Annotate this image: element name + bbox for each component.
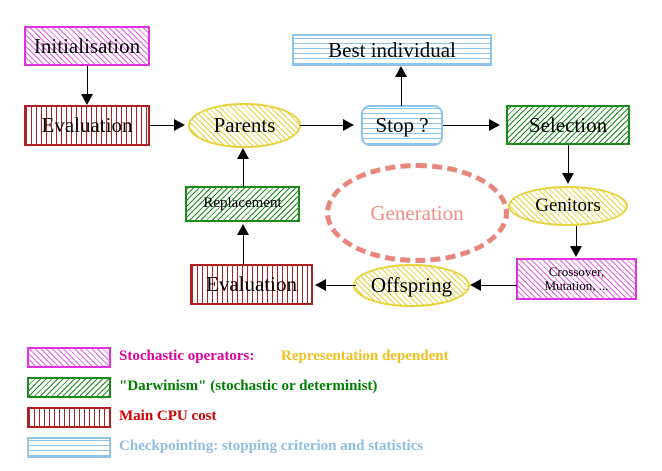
- node-operators[interactable]: Crossover, Mutation, ...: [516, 258, 637, 300]
- legend-swatch-stochastic: [27, 347, 111, 368]
- node-genitors[interactable]: Genitors: [508, 186, 628, 226]
- arrowhead-replacement-to-parents: [237, 148, 249, 159]
- arrowhead-operators-to-offspring: [470, 279, 481, 291]
- arrowhead-eval-to-parents: [174, 119, 185, 131]
- node-parents[interactable]: Parents: [188, 103, 301, 148]
- node-best-individual[interactable]: Best individual: [292, 34, 492, 66]
- node-generation: Generation: [325, 163, 509, 263]
- node-evaluation-bottom[interactable]: Evaluation: [190, 264, 313, 305]
- connector-eval-to-replacement: [243, 233, 244, 265]
- connector-genitors-to-operators: [576, 226, 577, 248]
- arrowhead-stop-to-selection: [489, 119, 500, 131]
- connector-operators-to-offspring: [481, 285, 517, 286]
- connector-init-to-eval: [87, 66, 88, 96]
- node-selection[interactable]: Selection: [506, 105, 630, 145]
- arrowhead-selection-to-genitors: [562, 173, 574, 184]
- connector-stop-to-selection: [443, 125, 493, 126]
- node-replacement[interactable]: Replacement: [185, 186, 300, 222]
- legend-swatch-darwinism: [27, 377, 111, 398]
- node-evaluation-top[interactable]: Evaluation: [24, 105, 150, 146]
- legend-label-stochastic: Stochastic operators:: [119, 348, 255, 364]
- arrowhead-init-to-eval: [81, 94, 93, 105]
- arrowhead-eval-to-replacement: [237, 224, 249, 235]
- legend-label-cpu: Main CPU cost: [119, 408, 217, 424]
- legend-label-checkpointing: Checkpointing: stopping criterion and st…: [119, 438, 424, 454]
- legend-swatch-checkpointing: [27, 437, 111, 458]
- legend-label-representation: Representation dependent: [281, 348, 449, 364]
- node-stop[interactable]: Stop ?: [361, 105, 443, 146]
- arrowhead-offspring-to-eval: [315, 279, 326, 291]
- legend-swatch-cpu: [27, 407, 111, 428]
- arrowhead-genitors-to-operators: [570, 246, 582, 257]
- connector-offspring-to-eval: [326, 285, 356, 286]
- node-offspring[interactable]: Offspring: [353, 264, 470, 307]
- connector-stop-to-best: [401, 68, 402, 106]
- connector-replacement-to-parents: [243, 157, 244, 187]
- node-initialisation[interactable]: Initialisation: [24, 26, 150, 66]
- arrowhead-parents-to-stop: [343, 119, 354, 131]
- connector-eval-to-parents: [150, 125, 182, 126]
- connector-selection-to-genitors: [568, 145, 569, 175]
- connector-parents-to-stop: [300, 125, 348, 126]
- legend-label-darwinism: "Darwinism" (stochastic or determinist): [119, 378, 378, 394]
- arrowhead-stop-to-best: [395, 66, 407, 77]
